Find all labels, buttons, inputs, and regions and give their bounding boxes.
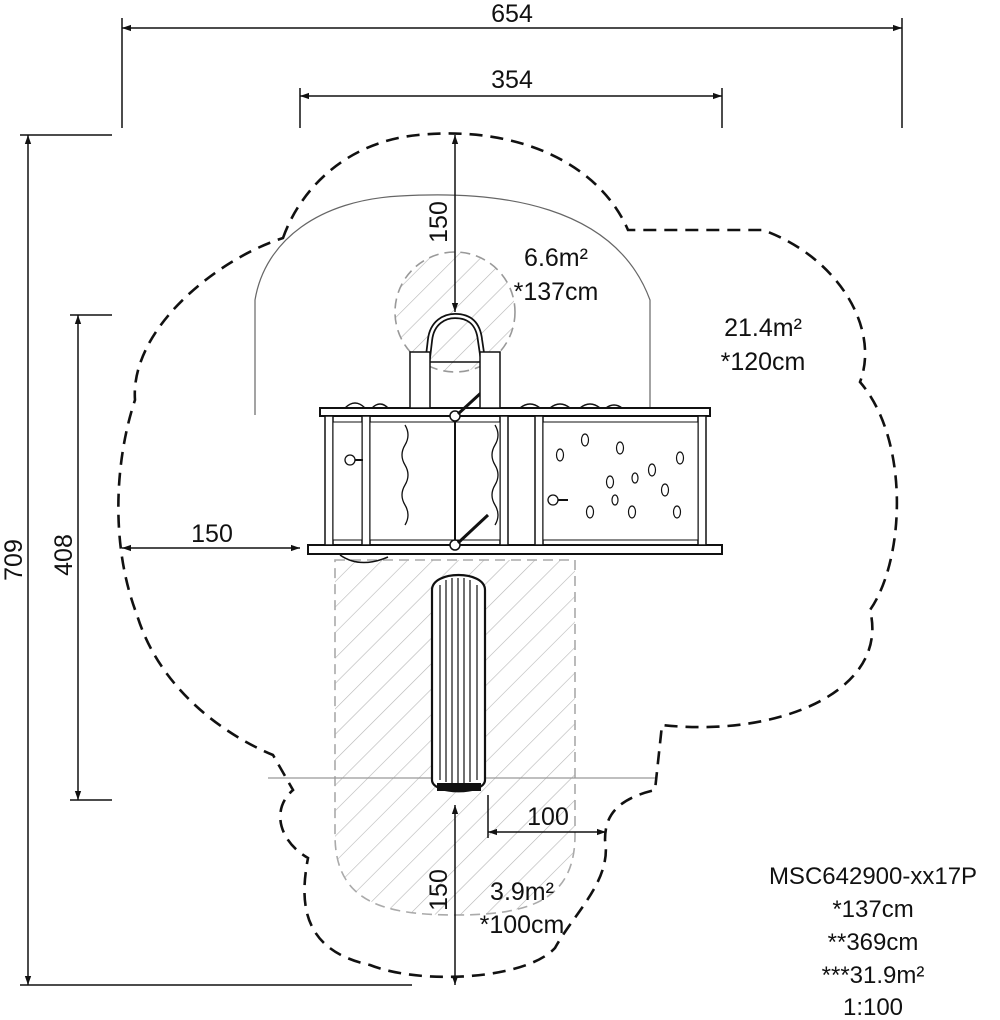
bottom-height-label: *100cm (480, 911, 565, 939)
climbing-holds (555, 433, 685, 519)
safety-zone-outline (117, 132, 899, 979)
main-height-label: *120cm (721, 348, 806, 376)
dim-left-clearance: 150 (122, 520, 300, 552)
dim-structure-depth-label: 408 (50, 534, 78, 576)
dim-overall-depth-label: 709 (0, 539, 28, 581)
top-height-label: *137cm (514, 278, 599, 306)
dim-inner-width: 354 (299, 66, 723, 128)
play-structure (307, 312, 723, 793)
dim-top-clearance: 150 (425, 135, 459, 312)
dim-inner-width-label: 354 (491, 66, 533, 94)
dim-overall-width: 654 (121, 0, 903, 128)
scale-label: 1:100 (843, 994, 903, 1020)
dim-bottom-clearance-label: 150 (425, 869, 453, 911)
dim-structure-depth: 408 (50, 314, 112, 801)
dim-overall-depth: 709 (0, 134, 412, 986)
dim-overall-width-label: 654 (491, 0, 533, 28)
dim-left-clearance-label: 150 (191, 520, 233, 548)
dim-slide-side-label: 100 (527, 803, 569, 831)
bottom-area-label: 3.9m² (490, 878, 554, 906)
dim-bottom-clearance: 150 (425, 805, 459, 985)
main-area-label: 21.4m² (724, 314, 802, 342)
info-line-3: ***31.9m² (822, 962, 925, 989)
info-block: MSC642900-xx17P *137cm **369cm ***31.9m²… (769, 863, 977, 1020)
dim-slide-side: 100 (487, 795, 606, 838)
info-line-1: *137cm (832, 896, 913, 923)
free-fall-zone-top (254, 194, 651, 415)
slide (430, 573, 487, 793)
info-line-2: **369cm (828, 929, 919, 956)
model-number: MSC642900-xx17P (769, 863, 977, 890)
dim-top-clearance-label: 150 (425, 201, 453, 243)
top-area-label: 6.6m² (524, 244, 588, 272)
